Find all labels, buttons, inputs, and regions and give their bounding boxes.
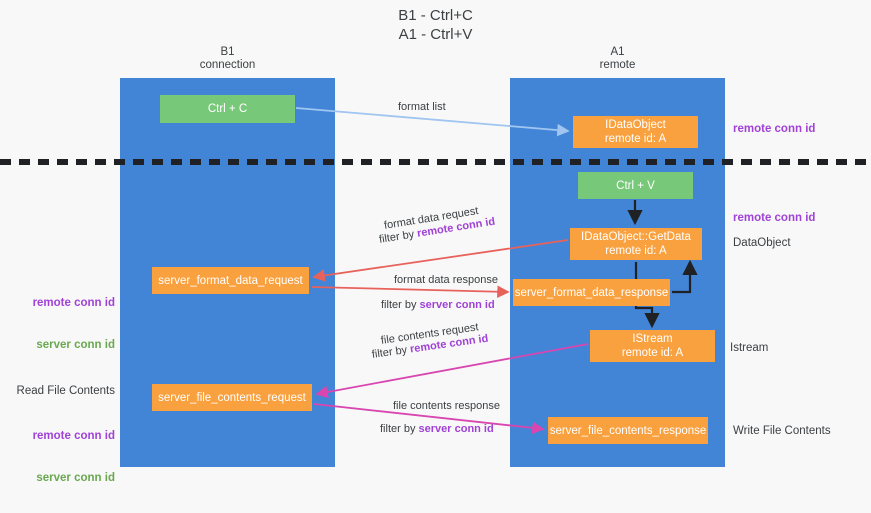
diagram-canvas: B1 - Ctrl+C A1 - Ctrl+V B1 connection A1…	[0, 7, 871, 484]
left-label-server-conn-id-2: server conn id	[36, 472, 115, 484]
edge-label-file-contents-response: file contents response	[393, 400, 501, 412]
edge-label-format-list: format list	[398, 101, 446, 113]
left-label-remote-conn-id: remote conn id	[32, 297, 115, 309]
right-label-remote-conn-id-mid: remote conn id	[733, 212, 816, 224]
filter-by-text: filter by	[381, 299, 420, 311]
node-server-file-contents-request[interactable]: server_file_contents_request	[152, 384, 312, 411]
column-header-b1: B1 connection	[199, 46, 256, 71]
node-server-format-data-response[interactable]: server_format_data_response	[513, 279, 670, 306]
node-ctrl-c[interactable]: Ctrl + C	[160, 95, 295, 123]
server-conn-id-text: server conn id	[419, 299, 495, 311]
edge-label-file-contents-response-filter: filter by server conn id	[380, 422, 494, 436]
node-server-file-contents-response[interactable]: server_file_contents_response	[548, 417, 708, 444]
right-label-dataobject: DataObject	[733, 237, 791, 249]
node-ctrl-v[interactable]: Ctrl + V	[578, 172, 693, 199]
filter-by-text: filter by	[371, 343, 411, 361]
node-idataobject-getdata[interactable]: IDataObject::GetData remote id: A	[570, 228, 702, 260]
filter-by-text: filter by	[380, 423, 419, 435]
column-header-a1: A1 remote	[599, 46, 636, 71]
server-conn-id-text: server conn id	[418, 423, 494, 435]
edge-label-format-data-response: format data response	[394, 274, 498, 286]
right-label-istream: Istream	[730, 342, 769, 354]
edge-label-format-data-response-filter: filter by server conn id	[381, 298, 495, 312]
left-label-remote-conn-id-2: remote conn id	[32, 430, 115, 442]
left-label-server-conn-id: server conn id	[36, 339, 115, 351]
node-idataobject[interactable]: IDataObject remote id: A	[573, 116, 698, 148]
node-server-format-data-request[interactable]: server_format_data_request	[152, 267, 309, 294]
right-label-write-file-contents: Write File Contents	[733, 425, 831, 437]
left-label-conn-ids-top: remote conn id server conn id	[0, 268, 115, 380]
diagram-title: B1 - Ctrl+C A1 - Ctrl+V	[398, 7, 473, 43]
right-label-remote-conn-id-top: remote conn id	[733, 123, 816, 135]
left-label-read-file-contents: Read File Contents	[16, 385, 115, 397]
left-label-conn-ids-bottom: remote conn id server conn id	[0, 401, 115, 513]
node-istream[interactable]: IStream remote id: A	[590, 330, 715, 362]
